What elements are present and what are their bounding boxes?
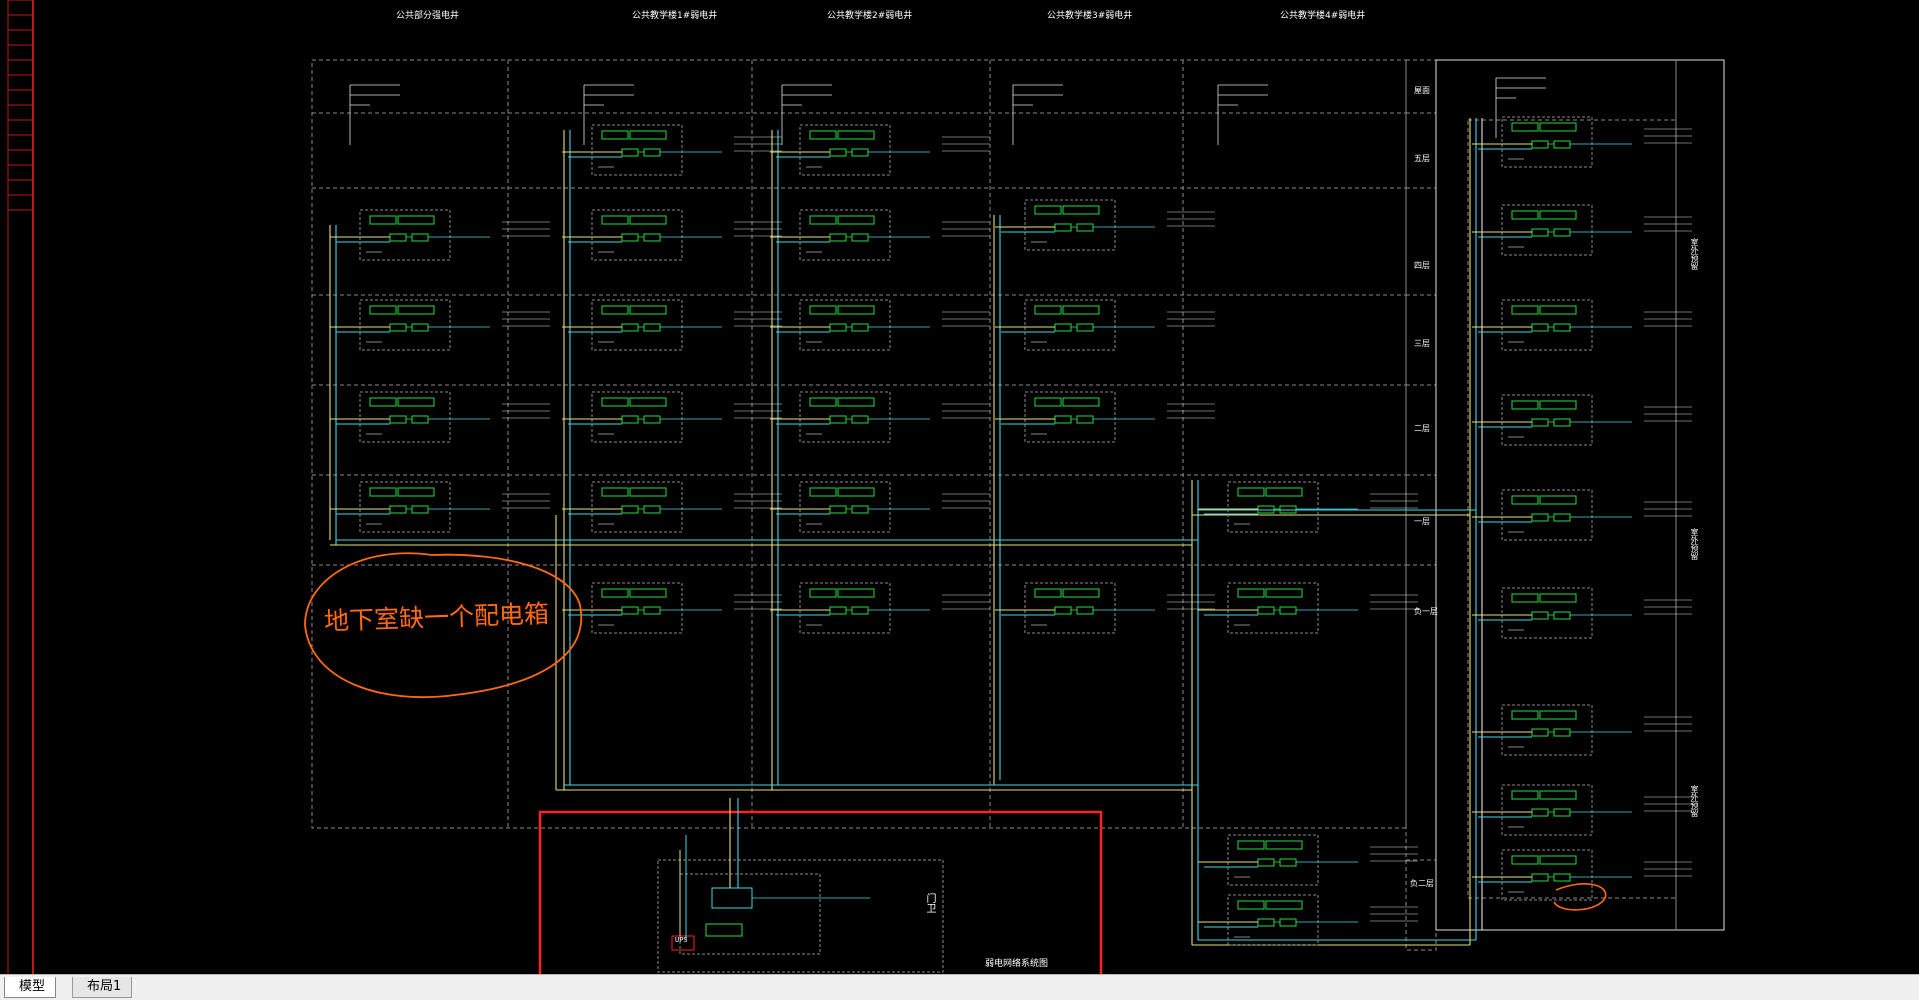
tab-model[interactable]: 模型 [4, 977, 57, 998]
floor-label: 负一层 [1414, 607, 1438, 616]
floor-label: 五层 [1414, 154, 1430, 163]
column-title: 公共教学楼1#弱电井 [632, 11, 718, 21]
floor-label: 三层 [1414, 339, 1430, 348]
cad-drawing-canvas[interactable]: 公共部分强电井 公共教学楼1#弱电井 公共教学楼2#弱电井 公共教学楼3#弱电井… [0, 0, 1919, 974]
column-title: 公共教学楼2#弱电井 [827, 11, 913, 21]
column-title: 公共部分强电井 [396, 11, 460, 21]
side-note: 室外预留 [1690, 528, 1699, 560]
floor-label: 屋面 [1414, 86, 1430, 95]
wiring-diagram [7, 0, 1725, 974]
column-title: 公共教学楼3#弱电井 [1047, 11, 1133, 21]
system-title: 弱电网络系统图 [985, 959, 1049, 969]
floor-label: 负二层 [1410, 879, 1434, 888]
side-note: 室外预留 [1690, 238, 1699, 270]
column-title: 公共教学楼4#弱电井 [1280, 11, 1366, 21]
floor-label: 二层 [1414, 424, 1430, 433]
side-note: 室外预留 [1690, 785, 1699, 817]
layout-tab-bar: 模型 布局1 [0, 974, 1919, 1000]
door-label: 门卫 [924, 893, 935, 913]
floor-label: 一层 [1414, 517, 1430, 526]
tab-layout-1[interactable]: 布局1 [72, 977, 133, 998]
floor-label: 四层 [1414, 261, 1430, 270]
ups-label: UPS [675, 936, 688, 944]
